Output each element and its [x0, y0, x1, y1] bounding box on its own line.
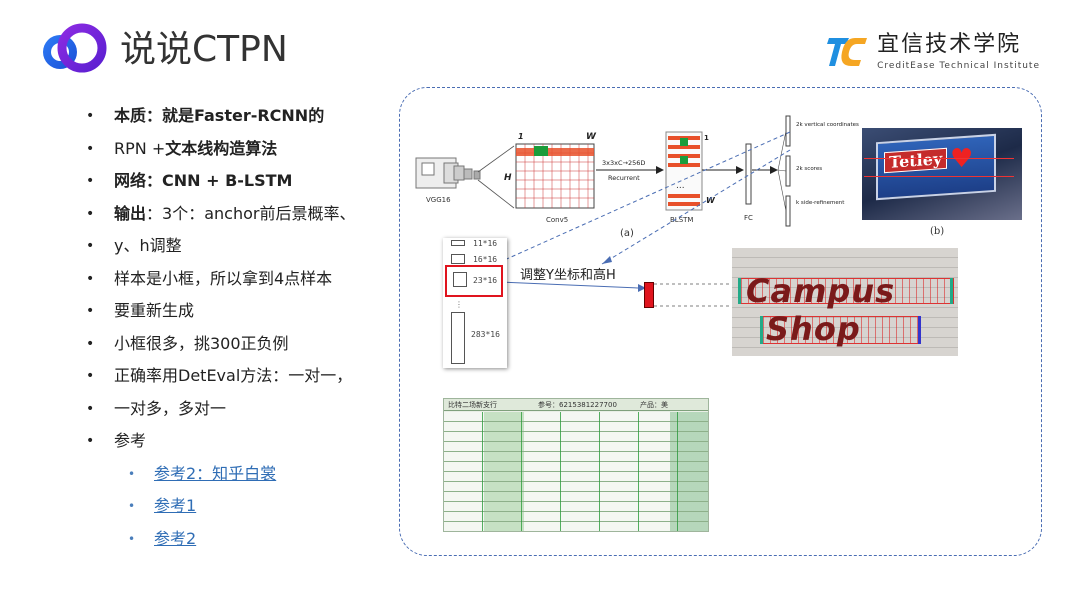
tetley-sign-text: Tetley [884, 147, 948, 174]
bullet-item-continued: 要重新生成 [82, 295, 382, 328]
one-label: 1 [518, 132, 524, 141]
campus-shop-photo: Campus Shop [732, 248, 958, 356]
svg-text:W: W [706, 196, 716, 205]
bullet-item-continued: y、h调整 [82, 230, 382, 263]
vgg-label: VGG16 [426, 196, 451, 204]
bullet-item: 小框很多，挑300正负例 [82, 328, 382, 361]
label-a: (a) [620, 228, 634, 239]
blstm-stack: ... 1 W BLSTM [665, 131, 716, 224]
blstm-label: BLSTM [670, 216, 693, 224]
brand-tc-icon [827, 38, 868, 66]
conv5-label: Conv5 [546, 216, 568, 224]
bullet-item: 参考 [82, 425, 382, 458]
red-proposal-bar [644, 282, 654, 308]
bullet-item: 样本是小框，所以拿到4点样本 [82, 263, 382, 296]
page-title: 说说CTPN [120, 29, 288, 70]
label-b: (b) [930, 226, 945, 237]
svg-text:1: 1 [704, 134, 709, 142]
anchor-label: 16*16 [473, 255, 498, 264]
table-header-mid: 参号：6215381227700 [538, 401, 617, 409]
bank-table-photo: 比特二场新支行 参号：6215381227700 产品：美 [443, 398, 709, 532]
heart-icon: ♥ [950, 144, 974, 174]
bullet-list: 本质：就是Faster-RCNN的 RPN +文本线构造算法 网络：CNN + … [82, 100, 382, 555]
conv5-grid: 1 W H Conv5 [504, 132, 597, 224]
recurrent-top-label: 3x3xC→256D [602, 159, 645, 167]
ctpn-architecture-diagram: VGG16 1 W H Conv5 3x3xC→256D Recurrent [415, 115, 859, 239]
brand-logo: 宜信技术学院 CreditEase Technical Institute [825, 30, 1040, 74]
tetley-photo: Tetley ♥ [862, 128, 1022, 220]
anchor-sizes-panel: 11*16 16*16 23*16 ⋮ 283*16 [443, 238, 507, 368]
brand-name-cn: 宜信技术学院 [877, 31, 1022, 57]
anchor-highlight-box [445, 265, 503, 297]
link-item: 参考2：知乎白裳 [82, 458, 382, 491]
link-item: 参考1 [82, 490, 382, 523]
figure-frame [399, 87, 1042, 556]
output-vertical-label: 2k vertical coordinates [796, 122, 859, 128]
anchor-label: 11*16 [473, 239, 498, 248]
h-label: H [504, 173, 512, 183]
fc-label: FC [744, 214, 753, 222]
campus-text: Campus [746, 272, 896, 310]
output-scores-label: 2k scores [796, 166, 822, 172]
link-item: 参考2 [82, 523, 382, 556]
bullet-item: 本质：就是Faster-RCNN的 [82, 100, 382, 133]
table-header-right: 产品：美 [640, 401, 668, 409]
brand-name-en: CreditEase Technical Institute [877, 60, 1040, 71]
shop-text: Shop [766, 310, 861, 348]
bullet-item-continued: 一对多，多对一 [82, 393, 382, 426]
table-header-left: 比特二场新支行 [448, 401, 497, 409]
output-refine-label: k side-refinement [796, 200, 845, 206]
reference-link-2[interactable]: 参考2 [154, 528, 197, 548]
bullet-item: 正确率用DetEval方法：一对一， [82, 360, 382, 393]
reference-link-1[interactable]: 参考1 [154, 496, 197, 515]
bullet-item-continued: RPN +文本线构造算法 [82, 133, 382, 166]
reference-link-zhihu[interactable]: 参考2：知乎白裳 [154, 463, 277, 483]
bullet-item: 输出：3个：anchor前后景概率、 [82, 198, 382, 231]
logo-rings-icon [43, 23, 107, 73]
bullet-item: 网络：CNN + B-LSTM [82, 165, 382, 198]
anchor-label: 283*16 [471, 330, 500, 339]
vgg-stack: VGG16 [415, 157, 481, 204]
w-label: W [586, 132, 597, 142]
anchor-label: 23*16 [473, 276, 498, 285]
recurrent-bottom-label: Recurrent [608, 174, 640, 182]
adjust-y-label: 调整Y坐标和高H [520, 268, 616, 283]
svg-text:...: ... [676, 181, 685, 191]
